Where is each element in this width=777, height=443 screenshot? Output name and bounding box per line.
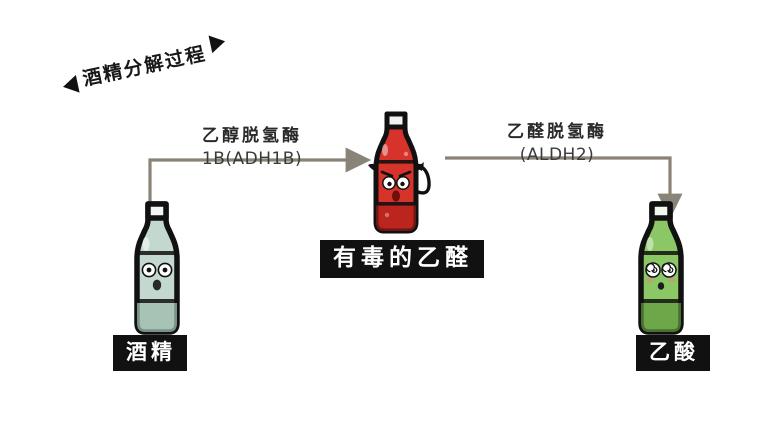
diagram-title: 酒精分解过程 [56,7,293,110]
face-dizzy [645,262,677,290]
bottle-acetaldehyde [362,110,444,242]
right-triangle-icon [208,32,227,54]
bottle-alcohol [124,199,190,343]
face-devil [380,170,412,202]
enzyme-name-cn: 乙醇脱氢酶 [202,126,302,146]
page-title: 酒精分解过程 [80,42,209,90]
enzyme-name-en: (ALDH2) [519,145,595,166]
devil-tail-icon [416,164,431,195]
enzyme-name-en: 1B(ADH1B) [201,149,303,170]
enzyme-label-adh1b: 乙醇脱氢酶 1B(ADH1B) [152,126,352,171]
bottle-acetaldehyde-graphic [368,111,431,234]
spiral-eye-right-icon [661,262,674,274]
caption-acetate: 乙酸 [636,335,710,372]
face-surprised [141,262,173,291]
enzyme-name-cn: 乙醛脱氢酶 [507,122,607,142]
bottle-acetate-graphic [638,201,684,335]
bottle-acetate [628,199,694,343]
caption-acetaldehyde: 有毒的乙醛 [320,240,484,279]
caption-alcohol: 酒精 [113,335,187,372]
enzyme-label-aldh2: 乙醛脱氢酶 (ALDH2) [452,122,662,167]
bottle-alcohol-graphic [134,201,180,335]
left-triangle-icon [61,74,80,96]
spiral-eye-left-icon [645,262,658,274]
